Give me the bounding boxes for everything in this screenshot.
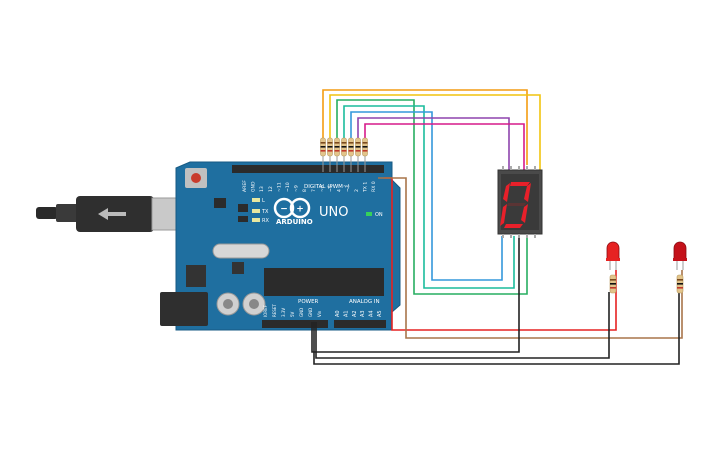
digital-pin-label: ~6 [319,185,325,192]
analog-header [334,320,386,328]
analog-pin-label: A0 [335,310,341,317]
analog-header-label: ANALOG IN [349,299,380,305]
model-label: UNO [319,205,348,220]
segment-c [521,204,528,223]
power-pin-label: GND [308,308,313,317]
digital-pin-label: RX 0 [371,181,377,192]
analog-pin-label: A4 [369,310,375,317]
analog-pin-label: A5 [377,310,383,317]
wire-black-display [311,236,520,353]
segment-d [504,224,523,228]
digital-pin-label: 2 [354,189,360,192]
digital-pin-label: TX 1 [362,182,368,193]
analog-pin-label: A1 [343,310,349,317]
segments [500,182,531,228]
wire-magenta [364,123,525,172]
digital-pin-label: 8 [302,189,308,192]
segment-a [510,182,530,186]
digital-header [232,165,384,173]
power-pin-label: 3.3V [281,308,286,317]
digital-pin-label: ~9 [294,185,300,192]
wire-purple [357,117,510,170]
led-resistor-2 [676,274,684,294]
wire-brown [378,177,683,339]
led-2[interactable] [673,241,687,270]
digital-pin-label: ~5 [328,185,334,192]
digital-pin-label: 12 [268,186,274,192]
wire-yellow [329,94,541,178]
arduino-board[interactable]: − + ARDUINO UNO DIGITAL (PWM~) ANALOG IN… [160,161,401,331]
led-resistor-1 [609,274,617,294]
digital-pin-label: 13 [259,186,265,192]
arduino-logo: − + [273,197,311,219]
power-header [262,320,328,328]
digital-pin-label: 4 [337,189,343,192]
power-pin-label: GND [299,308,304,317]
resistor-bank [320,137,368,172]
digital-pin-label: AREF [242,180,248,192]
segment-e [500,204,507,226]
rx-label: RX [262,218,269,224]
digital-pin-label: ~10 [285,182,291,192]
svg-text:−: − [280,205,288,215]
analog-pin-label: A2 [352,310,358,317]
power-pin-label: IOREF [263,304,268,317]
digital-pin-label: GND [251,181,257,192]
tx-label: TX [261,209,269,215]
analog-pin-label: A3 [360,310,366,317]
wire-black-led1 [315,292,610,359]
brand-label: ARDUINO [276,218,313,226]
wire-green [336,99,528,295]
atmega-chip [264,268,384,296]
on-label: ON [375,212,383,218]
led-1[interactable] [606,241,620,270]
power-pin-label: RESET [272,304,277,317]
segment-f [503,183,510,202]
led-group [606,241,687,294]
digital-pin-label: ~3 [345,185,351,192]
segment-g [507,203,526,206]
wire-orange [322,89,528,165]
power-led [366,212,372,216]
power-pin-labels: IOREF RESET 3.3V 5V GND GND Vin [263,304,322,317]
wire-black-led2 [313,292,680,365]
wire-teal [343,105,515,289]
segment-b [524,183,531,202]
wires [311,89,683,365]
svg-text:+: + [296,205,304,215]
power-pin-label: Vin [317,310,322,317]
power-header-label: POWER [298,299,319,305]
power-pin-label: 5V [290,311,295,317]
digital-pin-label: 7 [311,189,317,192]
wire-blue [350,111,503,281]
digital-pin-label: ~11 [276,182,282,192]
digital-header-label: DIGITAL (PWM~) [304,184,350,190]
seven-segment-display[interactable] [497,166,543,238]
l-label: L [262,198,265,204]
